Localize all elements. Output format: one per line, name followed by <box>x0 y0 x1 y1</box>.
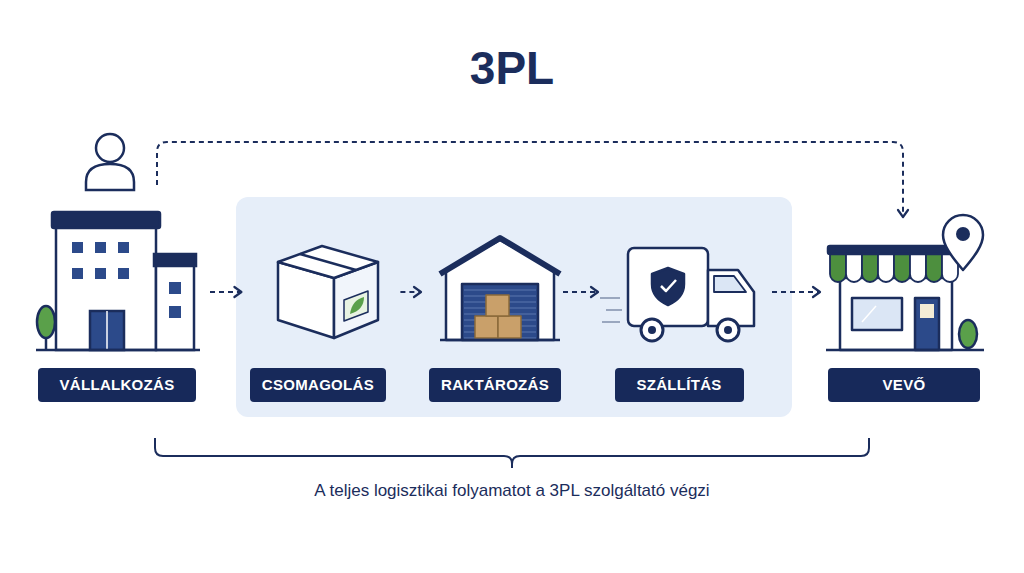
step-label: SZÁLLÍTÁS <box>615 368 744 402</box>
diagram-caption: A teljes logisztikai folyamatot a 3PL sz… <box>0 480 1024 502</box>
step-label: CSOMAGOLÁS <box>250 368 386 402</box>
warehouse-icon <box>440 238 560 340</box>
building-icon <box>36 212 200 350</box>
flow-arrow <box>400 291 421 293</box>
diagram-title: 3PL <box>0 40 1024 96</box>
process-step: CSOMAGOLÁS <box>249 240 386 402</box>
service-band <box>236 197 792 417</box>
process-step: VÁLLALKOZÁS <box>38 185 196 402</box>
person-icon <box>86 134 134 190</box>
flow-arrow <box>563 291 598 293</box>
package-icon <box>278 246 378 338</box>
shop-icon <box>826 215 984 350</box>
process-step: SZÁLLÍTÁS <box>600 242 758 402</box>
truck-icon <box>600 248 754 341</box>
step-label: VÁLLALKOZÁS <box>38 368 196 402</box>
bracket <box>155 438 869 468</box>
flow-arrow <box>157 142 903 217</box>
step-label: VEVŐ <box>828 368 980 402</box>
flow-arrow <box>210 291 241 293</box>
process-step: RAKTÁROZÁS <box>429 232 561 402</box>
flow-arrow <box>772 291 820 293</box>
step-label: RAKTÁROZÁS <box>429 368 561 402</box>
process-step: VEVŐ <box>828 218 980 402</box>
